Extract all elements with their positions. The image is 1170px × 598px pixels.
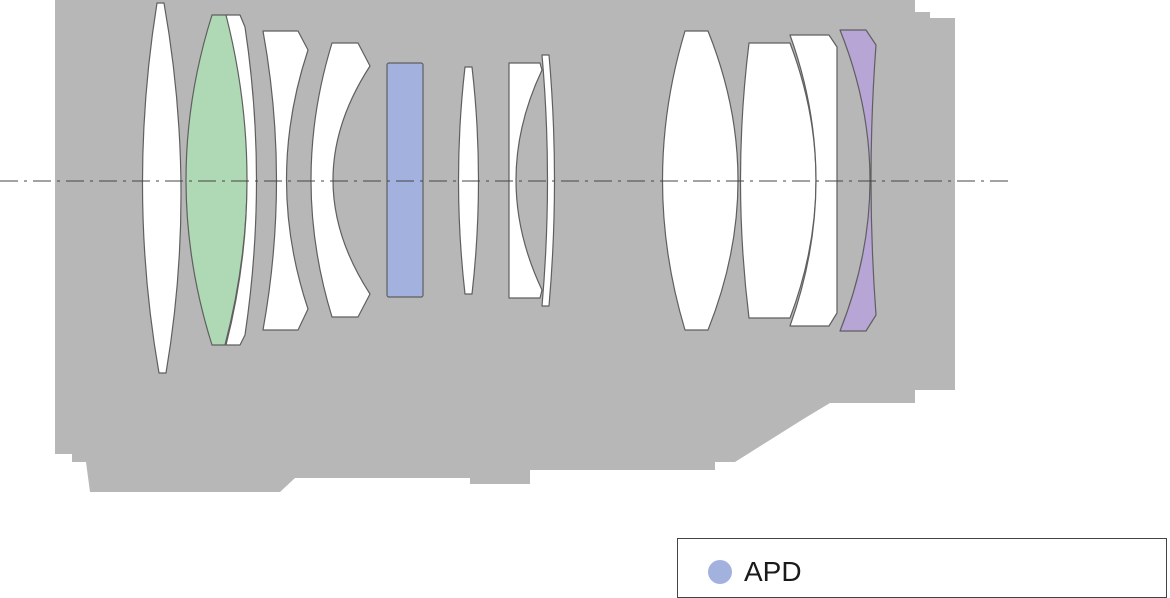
legend: APD: [677, 538, 1167, 598]
lens-element-13-purple: [839, 29, 877, 332]
legend-label-apd: APD: [744, 556, 802, 587]
apd-swatch-icon: [708, 560, 732, 584]
legend-item-apd: APD: [708, 557, 802, 587]
lens-element-11: [739, 42, 817, 319]
lens-element-1: [141, 2, 182, 374]
lens-diagram: [0, 0, 1010, 492]
lens-element-12: [789, 34, 838, 327]
lens-element-6-apd: [386, 62, 424, 298]
lens-element-8: [508, 62, 543, 299]
lens-element-3: [225, 14, 258, 346]
lens-element-9: [541, 54, 556, 307]
lens-element-5: [310, 42, 371, 318]
lens-element-4: [262, 30, 309, 331]
